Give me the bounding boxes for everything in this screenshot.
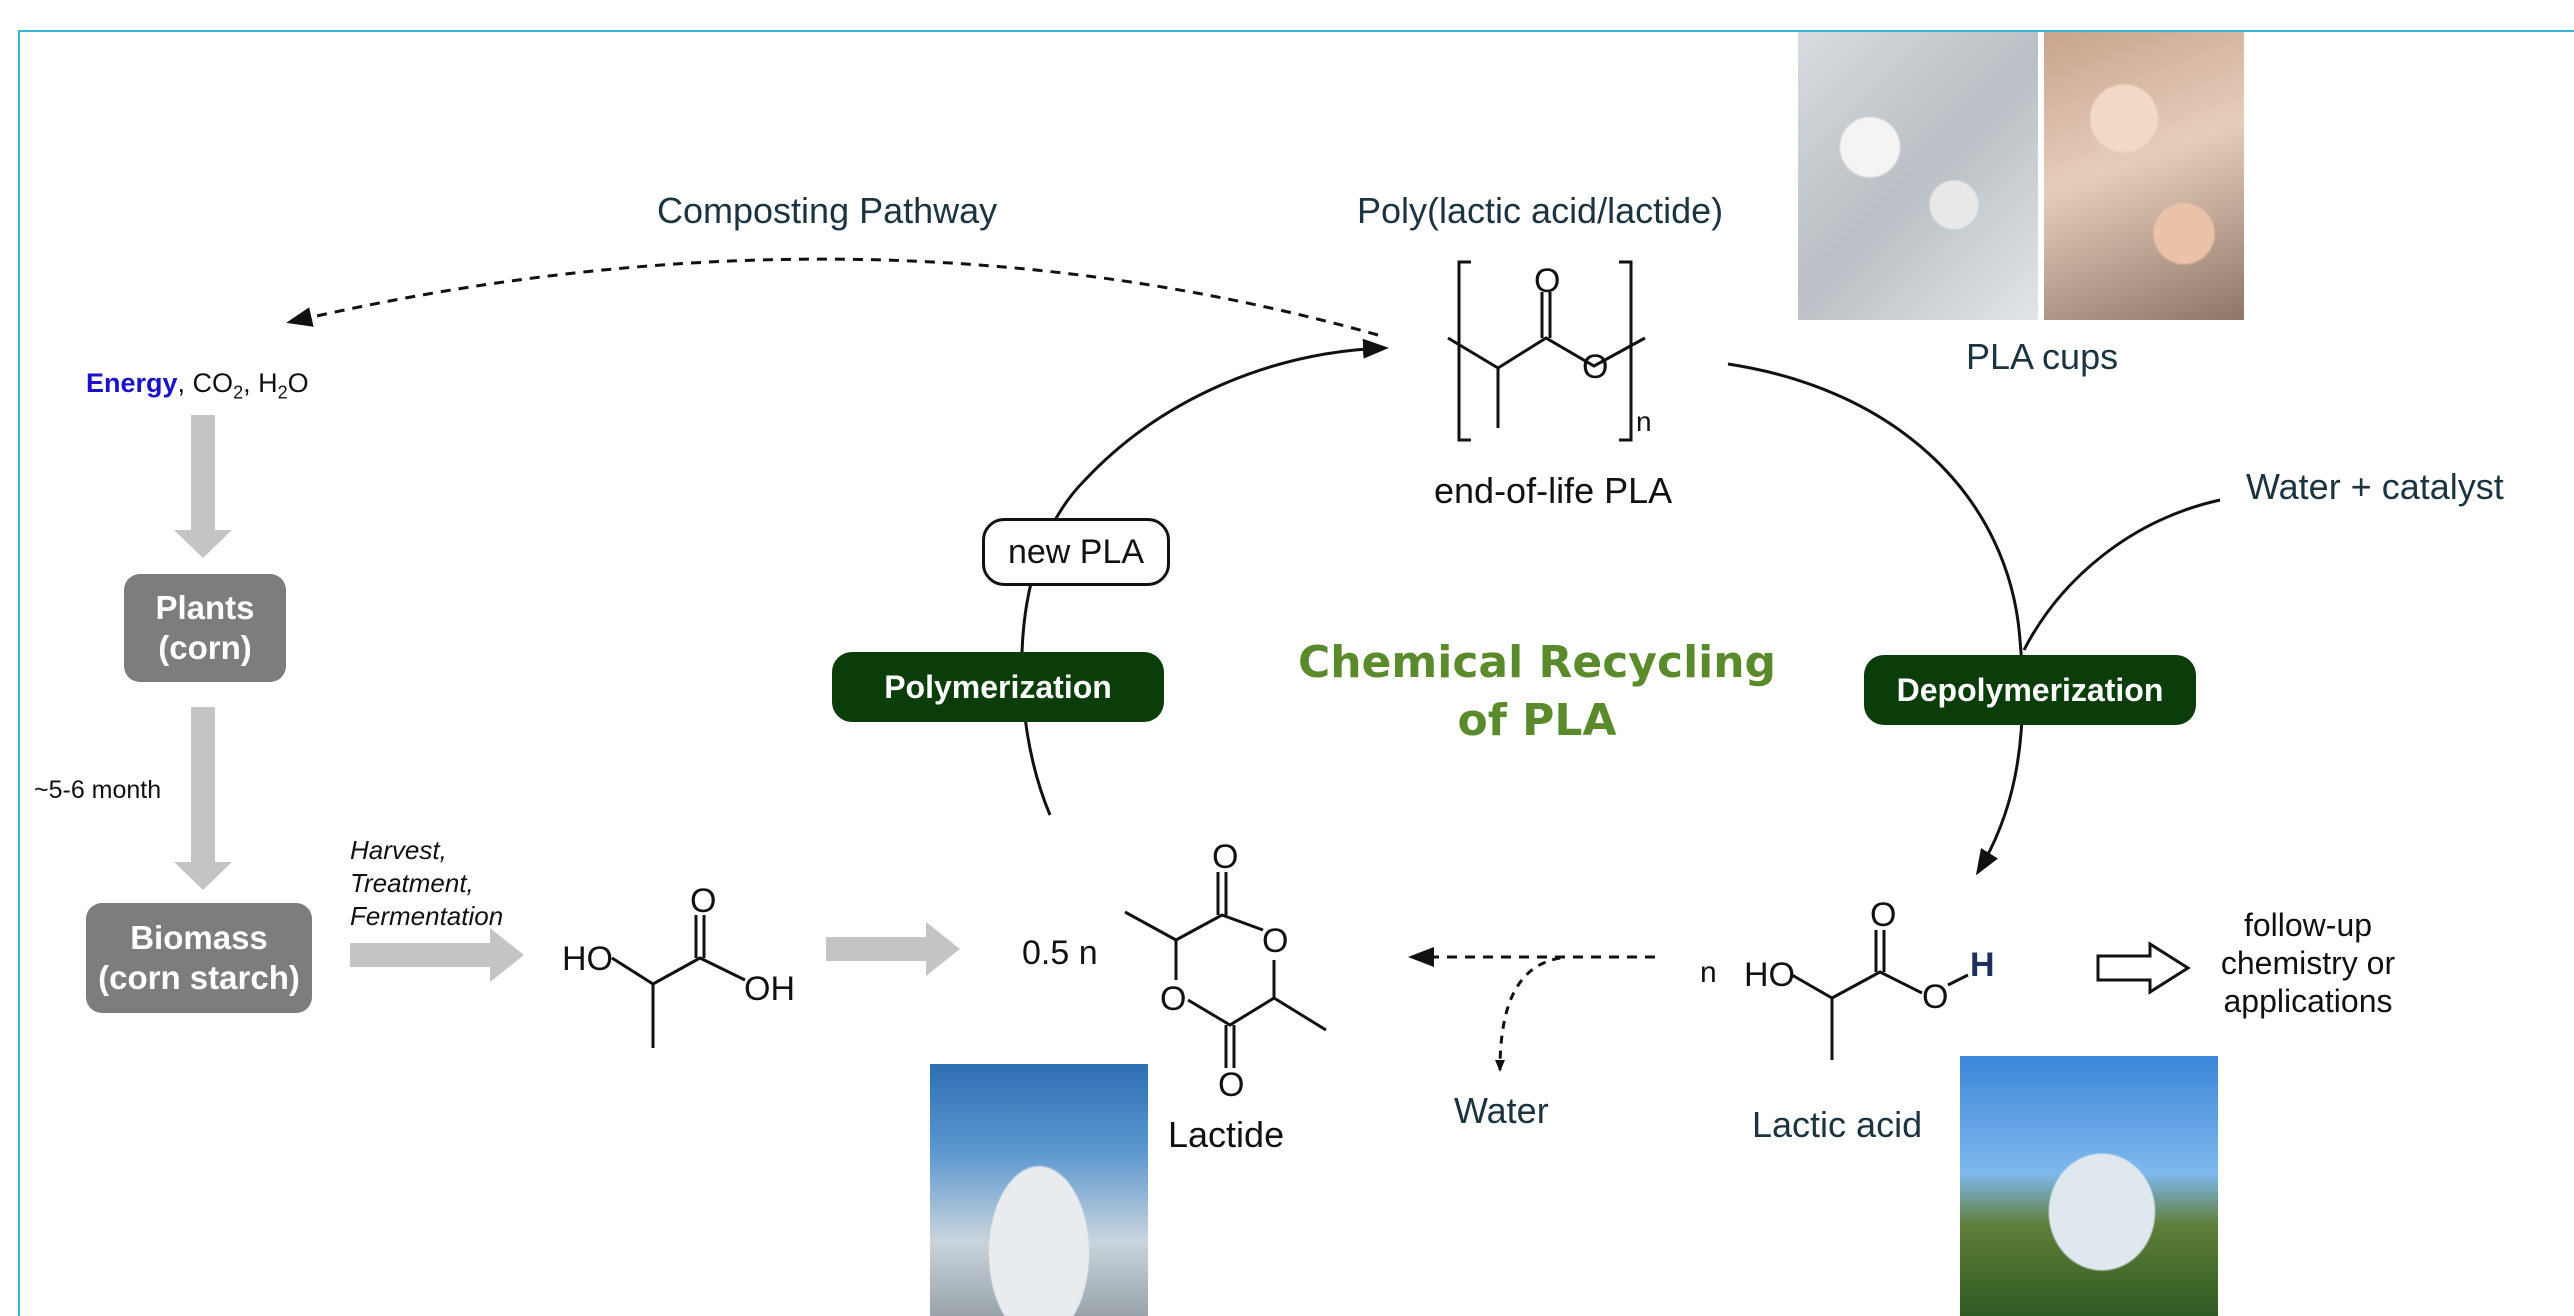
lactic-right-h: H [1970,946,1995,984]
pla-polymer-name: Poly(lactic acid/lactide) [1357,190,1724,231]
biomass-line-1: Biomass [130,919,268,956]
plants-line-2: (corn) [158,629,252,666]
growth-time-label: ~5-6 month [34,776,162,804]
lactic-left-ho: HO [562,940,613,978]
arrow-lactic-to-lactide [826,922,960,976]
depolymerization-box: Depolymerization [1864,655,2196,725]
harvest-text: Harvest, [350,835,447,865]
lactic-acid-right-bonds [1791,930,1969,1060]
lactic-acid-flask-photo [1960,1056,2218,1316]
lactic-right-n: n [1700,956,1717,989]
new-pla-label: new PLA [982,518,1170,586]
lactic-left-carbonyl-o: O [690,882,717,920]
co2-subscript: 2 [233,382,244,403]
pla-cups-photo [2044,32,2244,320]
fermentation-text: Fermentation [350,901,504,931]
energy-rest-2: , H [243,368,278,398]
process-steps-label: Harvest, Treatment, Fermentation [350,834,503,933]
lactic-acid-left-bonds [611,915,746,1048]
lactic-acid-label: Lactic acid [1752,1104,1923,1145]
arrow-plants-to-biomass [174,707,232,890]
center-title-line-1: Chemical Recycling [1297,637,1777,688]
polymerization-box: Polymerization [832,652,1164,722]
lactide-ring-bonds [1124,872,1327,1068]
pla-cups-label: PLA cups [1966,336,2119,377]
energy-products-label: Energy, CO2, H2O [86,368,309,403]
followup-line-3: applications [2223,983,2393,1019]
composting-pathway-label: Composting Pathway [657,190,998,231]
followup-line-1: follow-up [2243,907,2373,943]
lactide-ring-o-right: O [1262,922,1289,960]
gray-flow-arrows [174,415,960,982]
pla-ester-o: O [1582,348,1609,386]
plants-box: Plants (corn) [124,574,286,682]
energy-rest-1: , CO [177,368,234,398]
pla-repeat-n: n [1636,406,1652,437]
arrow-energy-to-plants [174,415,232,558]
center-title: Chemical Recycling of PLA [1282,634,1792,750]
arrow-biomass-to-lactic [350,928,524,982]
lactic-left-oh: OH [744,970,795,1008]
pla-pellets-photo [1798,32,2038,320]
lactide-flask-photo [930,1064,1148,1316]
followup-label: follow-up chemistry or applications [2212,906,2404,1020]
water-catalyst-label: Water + catalyst [2246,466,2504,507]
water-label: Water [1454,1090,1549,1131]
water-release-arrow [1495,956,1561,1072]
pla-carbonyl-o: O [1534,262,1561,300]
lactide-bottom-o: O [1218,1066,1245,1104]
h2o-subscript: 2 [277,382,288,403]
lactide-stoichiometry: 0.5 n [1022,934,1098,972]
pla-structure-bonds [1447,260,1646,442]
followup-line-2: chemistry or [2220,945,2396,981]
end-of-life-pla-label: end-of-life PLA [1434,470,1673,511]
center-title-line-2: of PLA [1457,695,1617,746]
plants-line-1: Plants [155,589,255,626]
lactic-right-carbonyl-o: O [1870,896,1897,934]
treatment-text: Treatment, [350,868,474,898]
frame-border [18,30,2574,1316]
lactide-label: Lactide [1168,1114,1285,1155]
composting-arrow [286,257,1379,337]
lactide-ring-o-left: O [1160,980,1187,1018]
water-catalyst-line [2022,498,2221,651]
lactic-right-o: O [1922,978,1949,1016]
followup-hollow-arrow [2096,941,2191,995]
depolymerization-arc [1727,362,2025,876]
biomass-line-2: (corn starch) [98,959,300,996]
lactic-right-ho: HO [1744,956,1795,994]
energy-word: Energy [86,368,178,398]
lactide-top-o: O [1212,838,1239,876]
biomass-box: Biomass (corn starch) [86,903,312,1013]
energy-rest-3: O [287,368,309,398]
